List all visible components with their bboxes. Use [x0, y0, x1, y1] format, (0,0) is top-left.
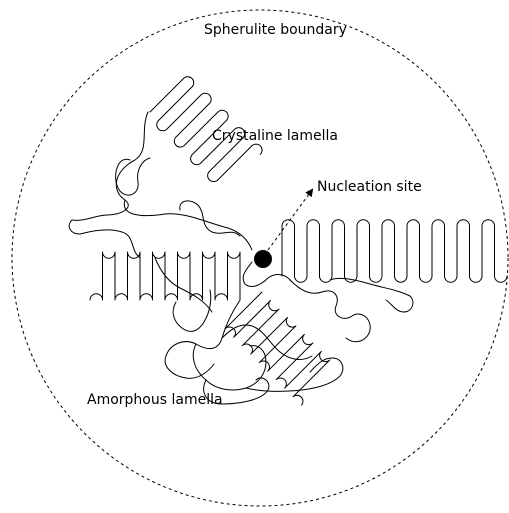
nucleation-site-label: Nucleation site [317, 179, 422, 195]
lamella-chain [282, 220, 507, 283]
amorphous-chain-2 [124, 200, 252, 250]
nucleation-arrow [268, 190, 312, 250]
amorphous-chain-8 [165, 300, 240, 378]
amorphous-chain-7 [330, 278, 413, 312]
amorphous-lamella-label: Amorphous lamella [87, 392, 223, 408]
amorphous-chain-3 [116, 158, 150, 195]
amorphous-chain-6 [290, 280, 370, 342]
amorphous-chain-9 [193, 344, 266, 390]
nucleation-site-dot [254, 250, 272, 268]
amorphous-chains [69, 112, 413, 404]
amorphous-chain-1 [69, 112, 148, 258]
spherulite-boundary-label: Spherulite boundary [204, 22, 347, 38]
lamella-right [282, 220, 507, 283]
amorphous-chain-11 [246, 358, 343, 391]
amorphous-chain-4 [180, 201, 240, 236]
crystalline-lamella-label: Crystaline lamella [212, 128, 338, 144]
amorphous-chain-14 [155, 258, 212, 312]
